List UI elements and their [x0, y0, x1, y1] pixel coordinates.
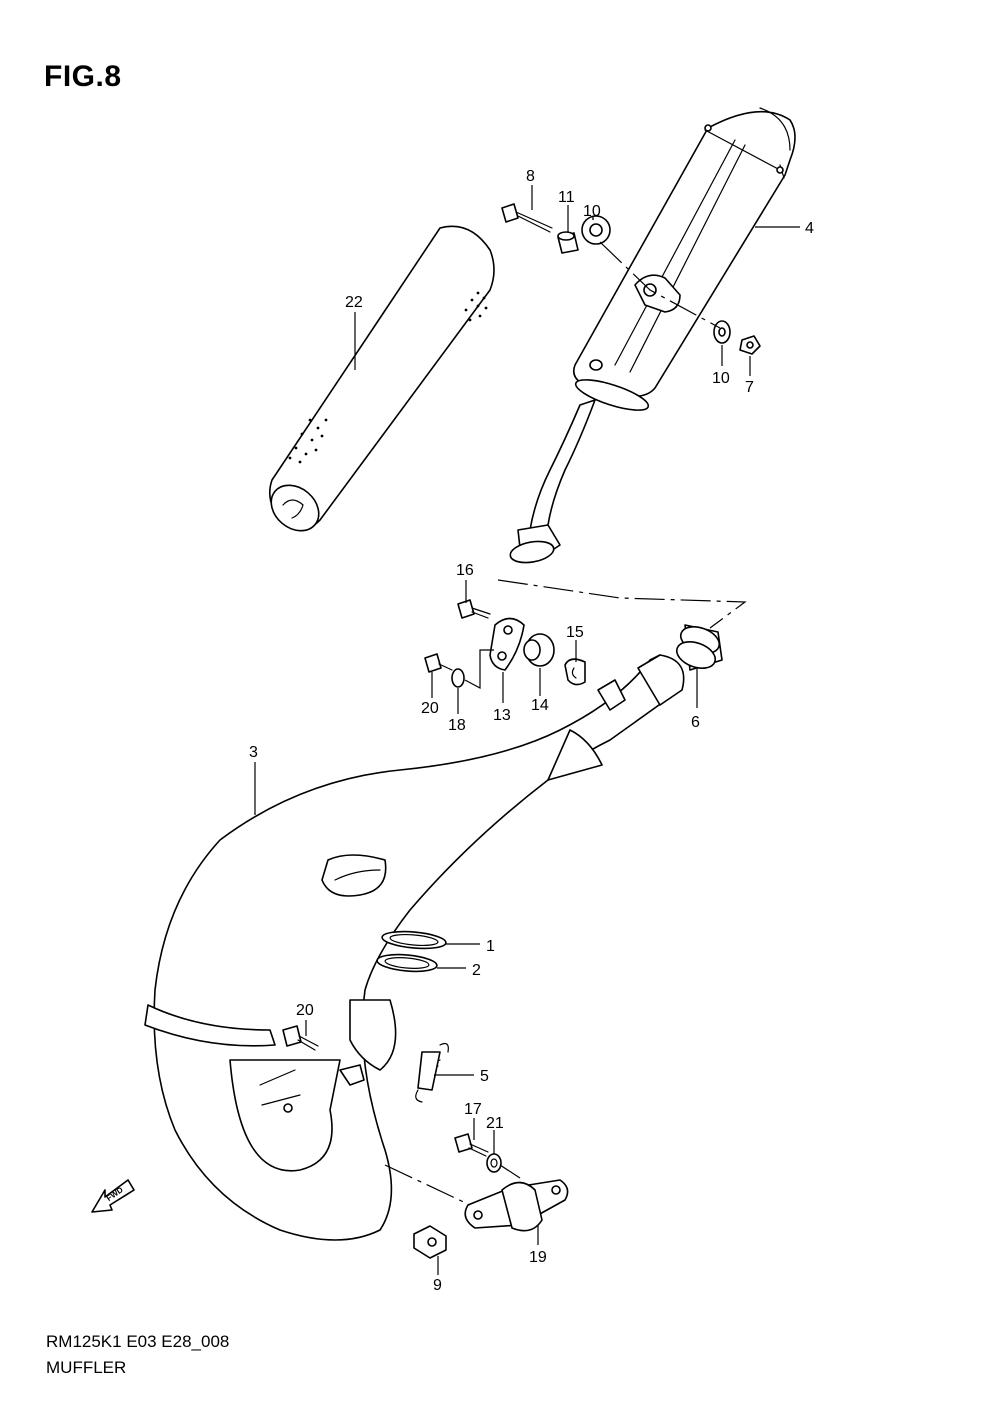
callout-7: 7 [745, 379, 754, 396]
part-12-collar[interactable] [557, 231, 579, 254]
leader-lines [254, 185, 800, 1275]
part-13-bracket[interactable] [489, 617, 525, 671]
part-11-cushion[interactable] [581, 215, 611, 245]
muffler-inlet-pipe [509, 399, 596, 564]
callout-15: 15 [566, 624, 584, 641]
callout-8: 8 [526, 168, 535, 185]
figure-title: FIG.8 [44, 60, 122, 93]
callout-20-upper: 20 [421, 700, 439, 717]
part-5-spring[interactable] [415, 1042, 449, 1103]
callout-5: 5 [480, 1068, 489, 1085]
callout-4: 4 [805, 220, 814, 237]
part-2-gasket[interactable] [376, 952, 438, 973]
callout-22: 22 [345, 294, 363, 311]
callout-20-lower: 20 [296, 1002, 314, 1019]
callout-21: 21 [486, 1115, 504, 1132]
part-15-collar[interactable] [564, 658, 586, 686]
callout-11: 10 [583, 203, 601, 220]
part-6-joint-seal[interactable] [673, 622, 723, 673]
part-21-washer[interactable] [486, 1153, 502, 1173]
callout-14: 14 [531, 697, 549, 714]
callout-labels: 8 11 10 4 22 10 7 16 15 20 13 14 18 6 3 … [249, 168, 814, 1294]
callout-2: 2 [472, 962, 481, 979]
part-17-bolt[interactable] [454, 1133, 489, 1157]
callout-6: 6 [691, 714, 700, 731]
part-8-bolt[interactable] [501, 203, 553, 233]
part-19-bracket[interactable] [464, 1179, 569, 1232]
part-3-exhaust-pipe[interactable] [144, 654, 685, 1241]
part-14-cushion[interactable] [523, 633, 555, 667]
fwd-direction-arrow: FWD [91, 1179, 135, 1213]
callout-10: 10 [712, 370, 730, 387]
part-7-nut[interactable] [739, 335, 761, 355]
part-20-bolt-lower[interactable] [282, 1025, 319, 1051]
part-18-washer[interactable] [451, 668, 465, 688]
figure-name: MUFFLER [46, 1358, 127, 1377]
figure-code: RM125K1 E03 E28_008 [46, 1332, 230, 1351]
callout-12: 11 [558, 189, 575, 206]
part-9-clip[interactable] [413, 1225, 447, 1259]
callout-1: 1 [486, 938, 495, 955]
part-16-bolt[interactable] [457, 599, 491, 619]
part-10-washer[interactable] [713, 320, 731, 344]
callout-9: 9 [433, 1277, 442, 1294]
callout-19: 19 [529, 1249, 547, 1266]
callout-18: 18 [448, 717, 466, 734]
part-20-bolt-upper[interactable] [424, 653, 453, 673]
callout-13: 13 [493, 707, 511, 724]
part-22-muffler-cover[interactable] [262, 225, 495, 540]
part-1-gasket[interactable] [381, 929, 447, 951]
callout-17: 17 [464, 1101, 482, 1118]
callout-16: 16 [456, 562, 474, 579]
cover-perforations [288, 291, 488, 464]
callout-3: 3 [249, 744, 258, 761]
part-4-silencer[interactable] [572, 107, 796, 416]
